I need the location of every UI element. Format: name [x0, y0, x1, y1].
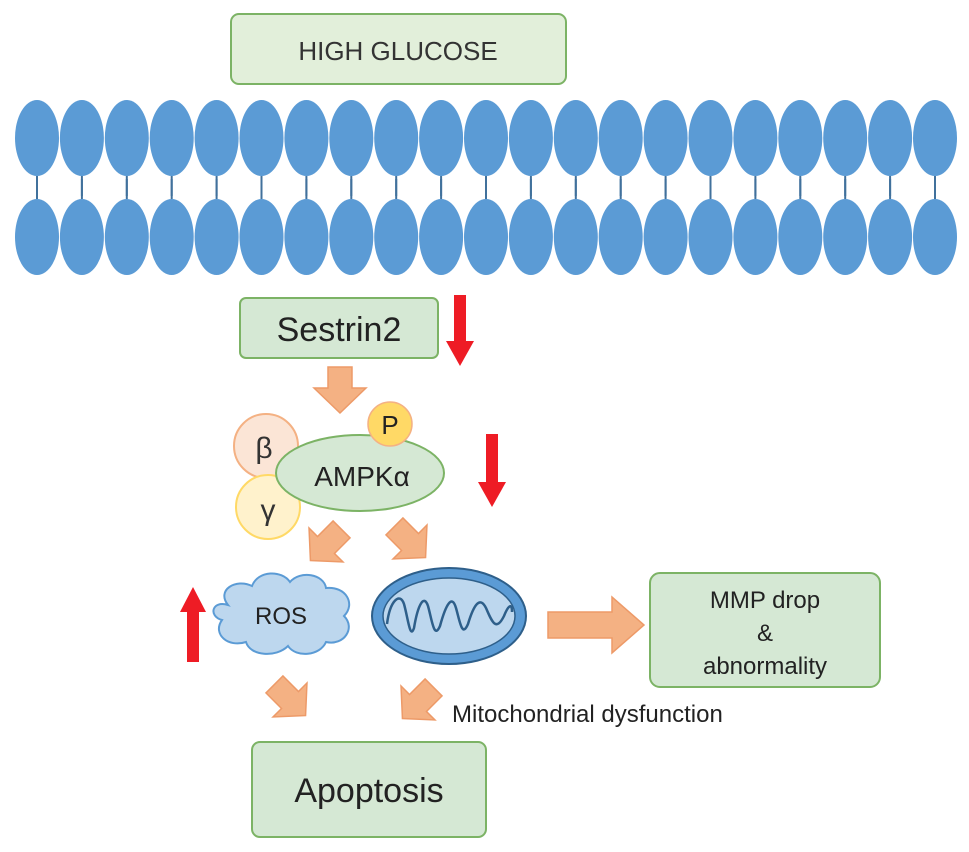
apoptosis-label: Apoptosis — [294, 772, 443, 810]
lipid-head-outer — [239, 100, 284, 176]
ros-label: ROS — [255, 603, 307, 630]
lipid-head-outer — [419, 100, 464, 176]
high-glucose-box — [230, 13, 567, 85]
mitochondrial-dysfunction-label: Mitochondrial dysfunction — [452, 701, 723, 728]
lipid-head-outer — [329, 100, 374, 176]
lipid-head-inner — [104, 199, 149, 275]
lipid-head-inner — [419, 199, 464, 275]
ros-node: ROS — [212, 572, 351, 655]
lipid-head-outer — [823, 100, 868, 176]
lipid-head-outer — [374, 100, 419, 176]
lipid-head-outer — [149, 100, 194, 176]
lipid-head-inner — [643, 199, 688, 275]
phospho-label: P — [381, 410, 398, 440]
lipid-head-inner — [553, 199, 598, 275]
lipid-head-outer — [464, 100, 508, 176]
lipid-head-outer — [643, 100, 688, 176]
mmp-drop-box — [649, 572, 881, 688]
high-glucose-label: HIGH GLUCOSE — [298, 36, 497, 66]
apoptosis-node: Apoptosis — [251, 741, 487, 838]
ros-cloud — [212, 572, 351, 655]
sestrin2-box — [239, 297, 439, 359]
lipid-head-inner — [598, 199, 643, 275]
lipid-head-outer — [598, 100, 643, 176]
lipid-head-outer — [733, 100, 778, 176]
ampk-to-mitochondria-arrow — [384, 516, 428, 560]
lipid-head-inner — [913, 199, 957, 275]
sestrin2-label: Sestrin2 — [277, 311, 402, 349]
mmp-drop-line3: abnormality — [703, 653, 827, 680]
mitochondria-to-mmp-arrow — [547, 595, 646, 655]
lipid-head-outer — [284, 100, 329, 176]
mitochondria-to-apoptosis-arrow — [400, 677, 444, 721]
lipid-head-inner — [823, 199, 868, 275]
lipid-head-outer — [778, 100, 823, 176]
lipid-head-outer — [59, 100, 104, 176]
ampk-label: AMPKα — [314, 461, 410, 492]
lipid-head-outer — [104, 100, 149, 176]
lipid-head-inner — [688, 199, 733, 275]
lipid-head-outer — [688, 100, 733, 176]
ampk-decrease-arrow — [478, 434, 506, 507]
ampk-complex: β γ AMPKα P — [233, 401, 445, 540]
lipid-head-outer — [913, 100, 957, 176]
lipid-head-inner — [778, 199, 823, 275]
lipid-head-outer — [194, 100, 239, 176]
sestrin2-node: Sestrin2 — [239, 297, 439, 359]
lipid-head-inner — [15, 199, 59, 275]
cell-membrane — [15, 100, 957, 275]
lipid-head-outer — [15, 100, 59, 176]
gamma-subunit — [235, 474, 301, 540]
apoptosis-box — [251, 741, 487, 838]
sestrin2-decrease-arrow — [446, 295, 474, 366]
lipid-head-inner — [239, 199, 284, 275]
lipid-head-inner — [329, 199, 374, 275]
ampk-alpha-subunit — [275, 434, 445, 512]
mmp-drop-line2: & — [757, 620, 773, 647]
lipid-head-inner — [284, 199, 329, 275]
ampk-to-ros-arrow — [308, 519, 352, 563]
sestrin2-to-ampk-arrow — [312, 366, 368, 415]
lipid-head-inner — [868, 199, 913, 275]
lipid-head-inner — [508, 199, 553, 275]
lipid-head-inner — [149, 199, 194, 275]
lipid-head-outer — [868, 100, 913, 176]
mmp-drop-node: MMP drop & abnormality — [649, 572, 881, 688]
mitochondrion-icon — [371, 567, 527, 665]
lipid-head-outer — [553, 100, 598, 176]
gamma-label: γ — [261, 494, 276, 527]
mmp-drop-line1: MMP drop — [710, 587, 820, 614]
ros-to-apoptosis-arrow — [264, 674, 308, 718]
lipid-head-inner — [464, 199, 508, 275]
lipid-head-outer — [508, 100, 553, 176]
phospho-group — [367, 401, 413, 447]
lipid-head-inner — [194, 199, 239, 275]
beta-label: β — [255, 432, 272, 465]
lipid-head-inner — [374, 199, 419, 275]
lipid-head-inner — [59, 199, 104, 275]
ros-increase-arrow — [180, 587, 206, 662]
high-glucose-node: HIGH GLUCOSE — [230, 13, 567, 85]
lipid-head-inner — [733, 199, 778, 275]
